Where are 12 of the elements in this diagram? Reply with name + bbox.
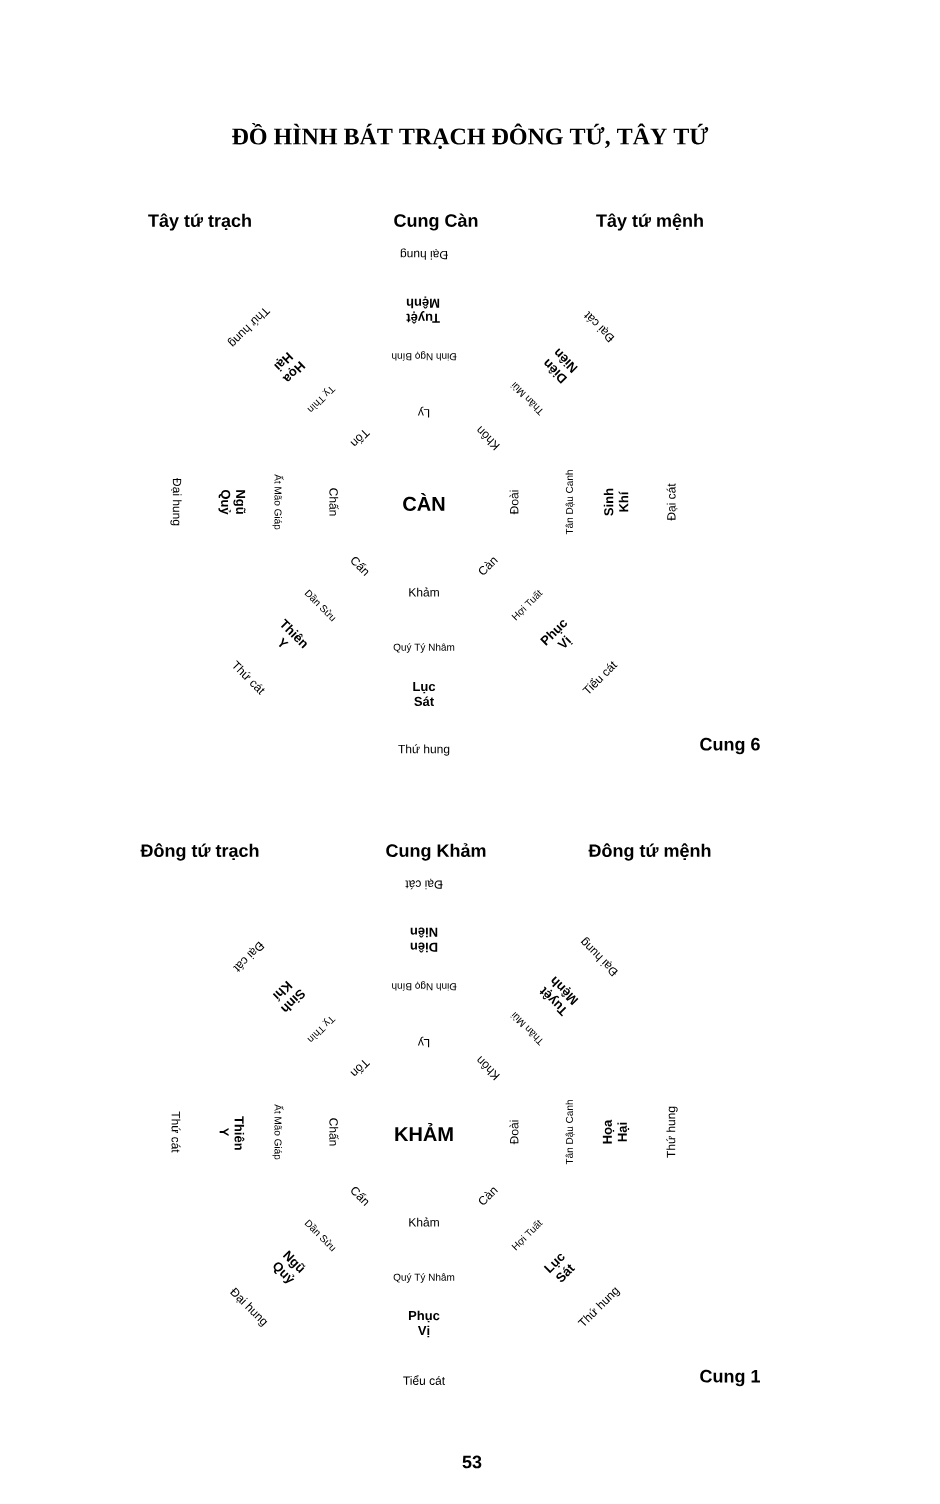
title: ĐỒ HÌNH BÁT TRẠCH ĐÔNG TỨ, TÂY TỨ	[232, 122, 709, 150]
heading: Tây tứ mệnh	[596, 213, 703, 231]
center-label: KHẢM	[395, 1123, 453, 1141]
heading: Tây tứ trạch	[148, 213, 251, 231]
center-label: CÀN	[403, 493, 445, 511]
heading: Đông tứ trạch	[140, 843, 259, 861]
palace-number: Cung 1	[700, 1369, 760, 1387]
heading: Cung Càn	[394, 213, 478, 231]
heading: Cung Khảm	[386, 843, 486, 861]
heading: Đông tứ mệnh	[588, 843, 711, 861]
palace-number: Cung 6	[700, 737, 760, 755]
page-number: 53	[462, 1455, 482, 1469]
